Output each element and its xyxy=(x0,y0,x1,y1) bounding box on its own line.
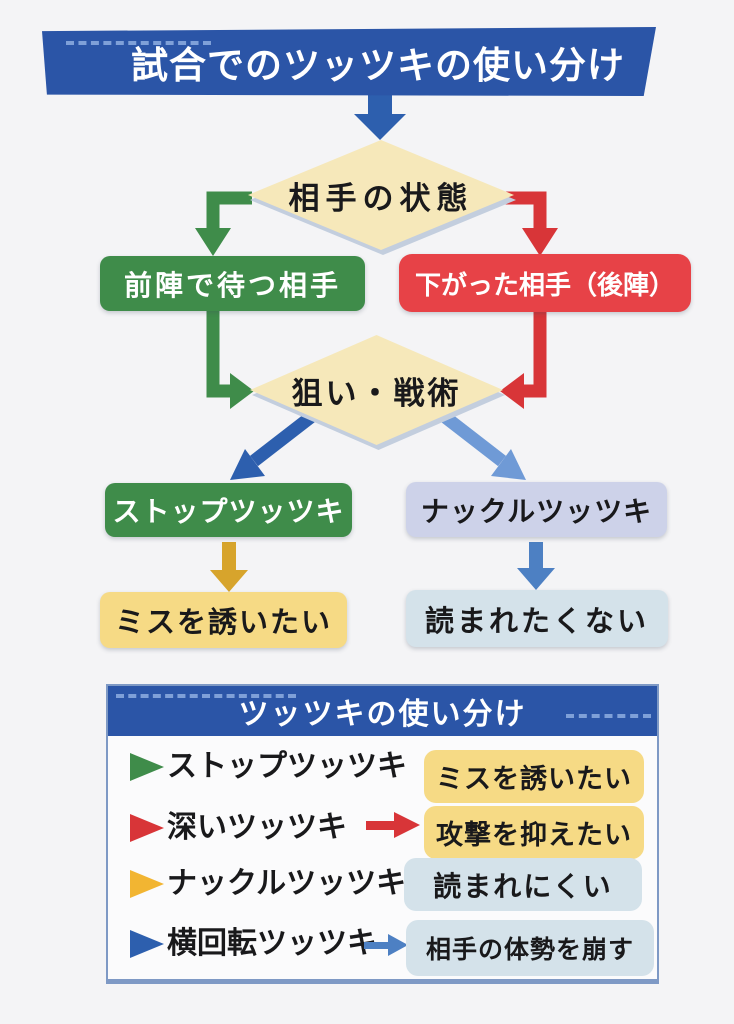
decision-diamond-opponent-state: 相手の状態 xyxy=(248,140,514,250)
down-arrow-icon-title-to-state xyxy=(354,93,406,140)
legend-effect-box: 読まれにくい xyxy=(404,858,642,911)
node-stop-label: ストップツッツキ xyxy=(112,496,345,527)
node-goal-induce-miss: ミスを誘いたい xyxy=(100,592,347,648)
legend-row-label: ストップツッツキ xyxy=(167,750,407,783)
legend-panel: ツッツキの使い分け ストップツッツキ ミスを誘いたい 深いツッツキ 攻撃を抑えた… xyxy=(106,684,659,984)
node-back-opponent: 下がった相手（後陣） xyxy=(399,254,691,312)
down-arrow-icon-stop-to-goal xyxy=(210,542,248,592)
title-banner: 試合でのツッツキの使い分け xyxy=(42,27,656,96)
elbow-arrow-icon-back-to-tactics xyxy=(500,310,547,409)
right-arrow-icon-blue xyxy=(364,934,408,956)
banner-dash-decoration xyxy=(66,41,211,45)
legend-title: ツッツキの使い分け xyxy=(238,698,527,731)
diamond-shape: 相手の状態 xyxy=(248,140,514,250)
page-title: 試合でのツッツキの使い分け xyxy=(131,44,625,86)
elbow-arrow-icon-state-to-front xyxy=(195,191,252,256)
diamond-shape: 狙い・戦術 xyxy=(250,335,503,445)
node-front-label: 前陣で待つ相手 xyxy=(123,269,341,301)
node-goal-miss-label: ミスを誘いたい xyxy=(114,607,332,639)
legend-row-label: 深いツッツキ xyxy=(167,811,347,844)
legend-effect-box: 相手の体勢を崩す xyxy=(406,920,654,976)
legend-header: ツッツキの使い分け xyxy=(108,686,657,736)
triangle-marker-icon xyxy=(130,753,164,781)
node-goal-avoid-read: 読まれたくない xyxy=(406,590,668,647)
node-stop-push: ストップツッツキ xyxy=(105,483,352,537)
legend-effect-box: ミスを誘いたい xyxy=(424,750,644,803)
triangle-marker-icon xyxy=(130,814,164,842)
header-dash-right-decoration xyxy=(566,714,651,718)
decision-diamond-tactics: 狙い・戦術 xyxy=(250,335,503,445)
node-goal-read-label: 読まれたくない xyxy=(424,605,649,638)
diamond2-label: 狙い・戦術 xyxy=(291,375,462,411)
right-arrow-icon-red xyxy=(366,812,420,838)
node-knuckle-label: ナックルツッツキ xyxy=(420,495,653,527)
node-back-label: 下がった相手（後陣） xyxy=(414,269,675,300)
legend-row-label: ナックルツッツキ xyxy=(167,867,407,900)
node-front-opponent: 前陣で待つ相手 xyxy=(100,256,365,311)
elbow-arrow-icon-front-to-tactics xyxy=(206,310,254,409)
legend-effect-box: 攻撃を抑えたい xyxy=(424,806,644,859)
diamond1-label: 相手の状態 xyxy=(288,180,474,216)
triangle-marker-icon xyxy=(130,930,164,958)
node-knuckle-push: ナックルツッツキ xyxy=(406,482,667,537)
triangle-marker-icon xyxy=(130,870,164,898)
down-arrow-icon-knuckle-to-goal xyxy=(517,542,555,590)
legend-row-label: 横回転ツッツキ xyxy=(167,927,377,960)
header-dash-left-decoration xyxy=(116,694,296,698)
